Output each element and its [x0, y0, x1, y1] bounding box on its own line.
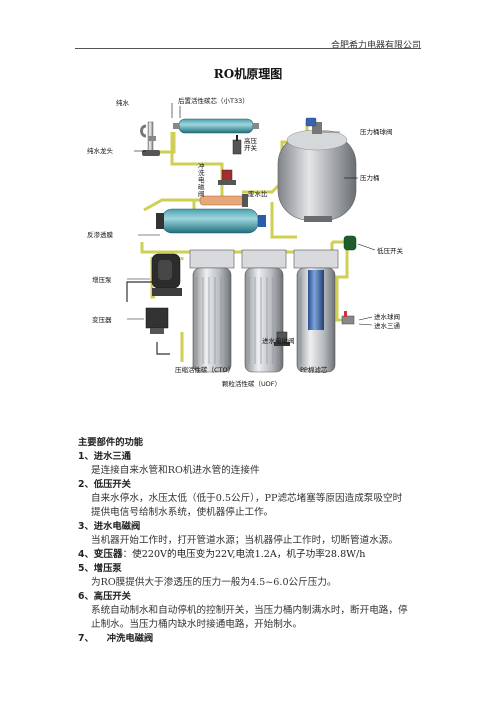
section-3-heading: 3、进水电磁阀 — [78, 521, 141, 532]
label-ro-membrane: 反渗透膜 — [87, 230, 114, 239]
high-switch-part — [232, 139, 242, 155]
label-cto: 压缩活性碳（CTO） — [175, 365, 234, 374]
section-5-heading: 5、增压泵 — [78, 563, 122, 574]
label-pp: PP棉滤芯 — [300, 365, 328, 374]
inlet-solenoid-part — [274, 331, 290, 346]
section-2-heading: 2、低压开关 — [78, 479, 131, 490]
label-pure-water: 纯水 — [116, 98, 130, 107]
label-high-switch-line2: 开关 — [244, 143, 258, 152]
section-2-line-2: 提供电信号给制水系统，使机器停止工作。 — [91, 507, 274, 518]
header-rule — [75, 48, 421, 49]
label-flush-valve: 冲洗 电磁阀 — [198, 161, 207, 198]
label-waste-ratio: 废水比 — [248, 189, 268, 198]
section-3-line-1: 当机器开始工作时，打开管道水源；当机器停止工作时，切断管道水源。 — [91, 535, 398, 546]
label-inlet-solenoid: 进水电磁阀 — [262, 336, 295, 345]
label-tank-ball-valve: 压力桶球阀 — [360, 127, 393, 136]
header-company-name: 合肥希力电器有限公司 — [330, 41, 421, 51]
ro-schematic-diagram: 纯水 后置活性碳芯（小T33） 纯水龙头 高压 开关 冲洗 电磁阀 废水比 压力… — [87, 96, 404, 388]
label-high-switch-line1: 高压 — [244, 136, 258, 145]
section-6-line-1: 系统自动制水和自动停机的控制开关，当压力桶内制满水时，断开电路，停 — [91, 605, 408, 616]
label-booster-pump: 增压泵 — [92, 275, 112, 284]
label-transformer: 变压器 — [92, 315, 112, 324]
transformer-part — [145, 307, 169, 334]
label-inlet-tee: 进水三通 — [374, 321, 401, 330]
section-4-line: 4、变压器：使220V的电压变为22V,电流1.2A，机子功率28.8W/h — [78, 549, 366, 560]
section-6-line-2: 止制水。当压力桶内缺水时接通电路，开始制水。 — [91, 619, 303, 630]
label-low-switch: 低压开关 — [377, 246, 404, 255]
booster-pump-part — [151, 253, 182, 296]
section-1-line-1: 是连接自来水管和RO机进水管的连接件 — [91, 465, 260, 476]
flush-valve-part — [218, 169, 236, 185]
inlet-ball-valve-part — [341, 311, 355, 325]
section-6-heading: 6、高压开关 — [78, 591, 131, 602]
leader-lines — [127, 103, 376, 326]
rear-carbon-filter — [173, 118, 259, 134]
filter-pp-part — [293, 249, 339, 373]
faucet-part — [140, 121, 160, 156]
pressure-tank-part — [277, 117, 357, 222]
label-high-switch: 高压 开关 — [244, 136, 259, 152]
label-udf: 颗粒活性碳（UDF） — [222, 379, 281, 388]
components-section: 主要部件的功能 1、进水三通 是连接自来水管和RO机进水管的连接件 2、低压开关… — [78, 436, 428, 646]
ro-membrane-part — [156, 208, 266, 234]
section-5-line-1: 为RO膜提供大于渗透压的压力一般为4.5~6.0公斤压力。 — [91, 577, 337, 588]
filter-cto-part — [189, 249, 235, 373]
label-rear-carbon: 后置活性碳芯（小T33） — [178, 96, 249, 105]
label-inlet-ball-valve: 进水球阀 — [374, 312, 400, 321]
low-switch-part — [343, 235, 357, 251]
document-title: RO机原理图 — [213, 67, 283, 81]
waste-ratio-part — [199, 194, 248, 207]
main-heading: 主要部件的功能 — [78, 437, 144, 448]
label-pressure-tank: 压力桶 — [360, 173, 380, 182]
section-2-line-1: 自来水停水，水压太低（低于0.5公斤），PP滤芯堵塞等原因造成泵吸空时 — [91, 493, 403, 504]
filter-udf-part — [241, 249, 287, 373]
section-7-heading: 7、 冲洗电磁阀 — [78, 633, 154, 644]
section-1-heading: 1、进水三通 — [78, 451, 131, 462]
label-faucet: 纯水龙头 — [87, 146, 114, 155]
